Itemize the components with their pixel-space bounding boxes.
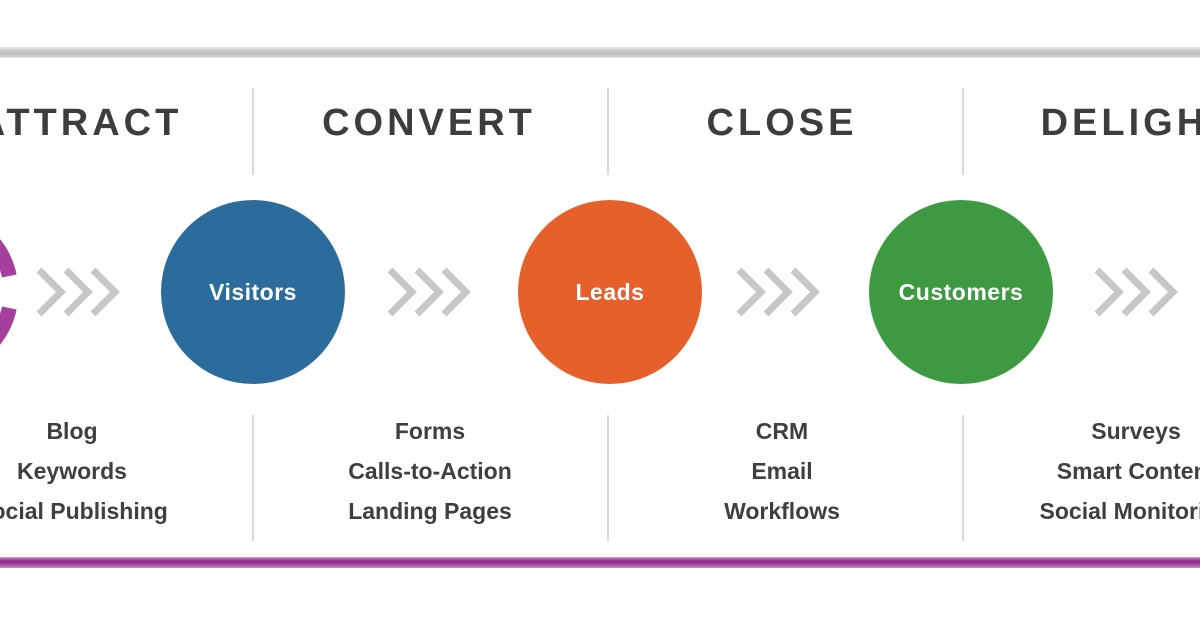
customers-circle: Customers <box>869 200 1053 384</box>
list-item: Forms <box>394 418 466 444</box>
stage-heading-attract: ATTRACT <box>0 102 183 144</box>
list-item: Landing Pages <box>348 498 512 524</box>
list-item: Social Monitoring <box>1039 498 1200 524</box>
list-item: CRM <box>755 418 809 444</box>
attract-tools-list: Blog Keywords Social Publishing <box>0 411 168 531</box>
triple-chevron-right-icon <box>36 267 120 317</box>
heading-divider <box>252 88 254 175</box>
visitors-circle: Visitors <box>161 200 345 384</box>
list-divider <box>962 415 964 541</box>
convert-tools-list: Forms Calls-to-Action Landing Pages <box>348 411 512 531</box>
leads-circle-label: Leads <box>575 278 645 305</box>
bottom-rule-bar <box>0 557 1200 568</box>
list-item: Workflows <box>724 498 840 524</box>
stage-heading-convert: CONVERT <box>322 102 536 144</box>
triple-chevron-right-icon <box>1094 267 1178 317</box>
stage-heading-close: CLOSE <box>706 102 858 144</box>
heading-divider <box>607 88 609 175</box>
list-item: Blog <box>46 418 98 444</box>
stage-heading-delight: DELIGHT <box>1040 102 1200 144</box>
triple-chevron-right-icon <box>736 267 820 317</box>
list-item: Social Publishing <box>0 498 168 524</box>
list-item: Keywords <box>17 458 127 484</box>
list-item: Smart Content <box>1056 458 1200 484</box>
list-item: Email <box>751 458 813 484</box>
cropped-magenta-ring-icon <box>0 239 17 345</box>
customers-circle-label: Customers <box>898 278 1024 305</box>
list-item: Calls-to-Action <box>348 458 512 484</box>
list-divider <box>607 415 609 541</box>
list-item: Surveys <box>1091 418 1181 444</box>
close-tools-list: CRM Email Workflows <box>724 411 840 531</box>
top-rule-bar <box>0 47 1200 58</box>
heading-divider <box>962 88 964 175</box>
triple-chevron-right-icon <box>387 267 471 317</box>
delight-tools-list: Surveys Smart Content Social Monitoring <box>1040 411 1200 531</box>
visitors-circle-label: Visitors <box>209 278 297 305</box>
list-divider <box>252 415 254 541</box>
leads-circle: Leads <box>518 200 702 384</box>
